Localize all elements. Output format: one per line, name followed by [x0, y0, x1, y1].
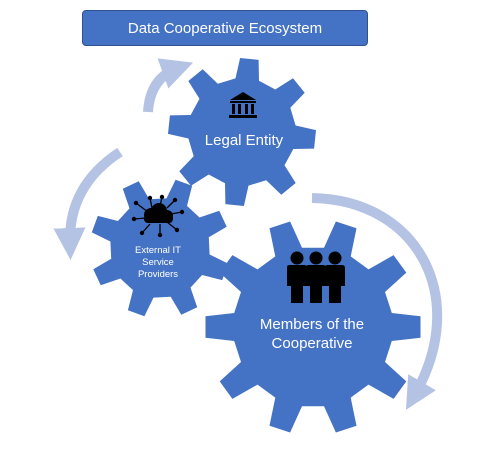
external-it-label-line-1: External IT	[135, 245, 181, 256]
external-it-label-line-3: Providers	[138, 269, 178, 280]
members-label-line-1: Members of the	[260, 316, 364, 333]
title-box: Data Cooperative Ecosystem	[82, 10, 368, 46]
external-it-label-line-2: Service	[142, 257, 174, 268]
cloud-network-icon	[131, 194, 185, 238]
arrow-to-legal	[143, 58, 194, 113]
people-group-icon	[287, 251, 345, 303]
members-gear	[205, 221, 421, 433]
arrow-members-cycle	[311, 193, 443, 410]
diagram-title: Data Cooperative Ecosystem	[127, 19, 323, 37]
members-label-line-2: Cooperative	[272, 335, 353, 352]
legal-entity-gear	[168, 58, 316, 206]
legal-entity-label: Legal Entity	[205, 132, 284, 149]
arrow-to-it	[53, 147, 123, 260]
bank-building-icon	[229, 92, 257, 118]
external-it-gear	[91, 179, 229, 317]
